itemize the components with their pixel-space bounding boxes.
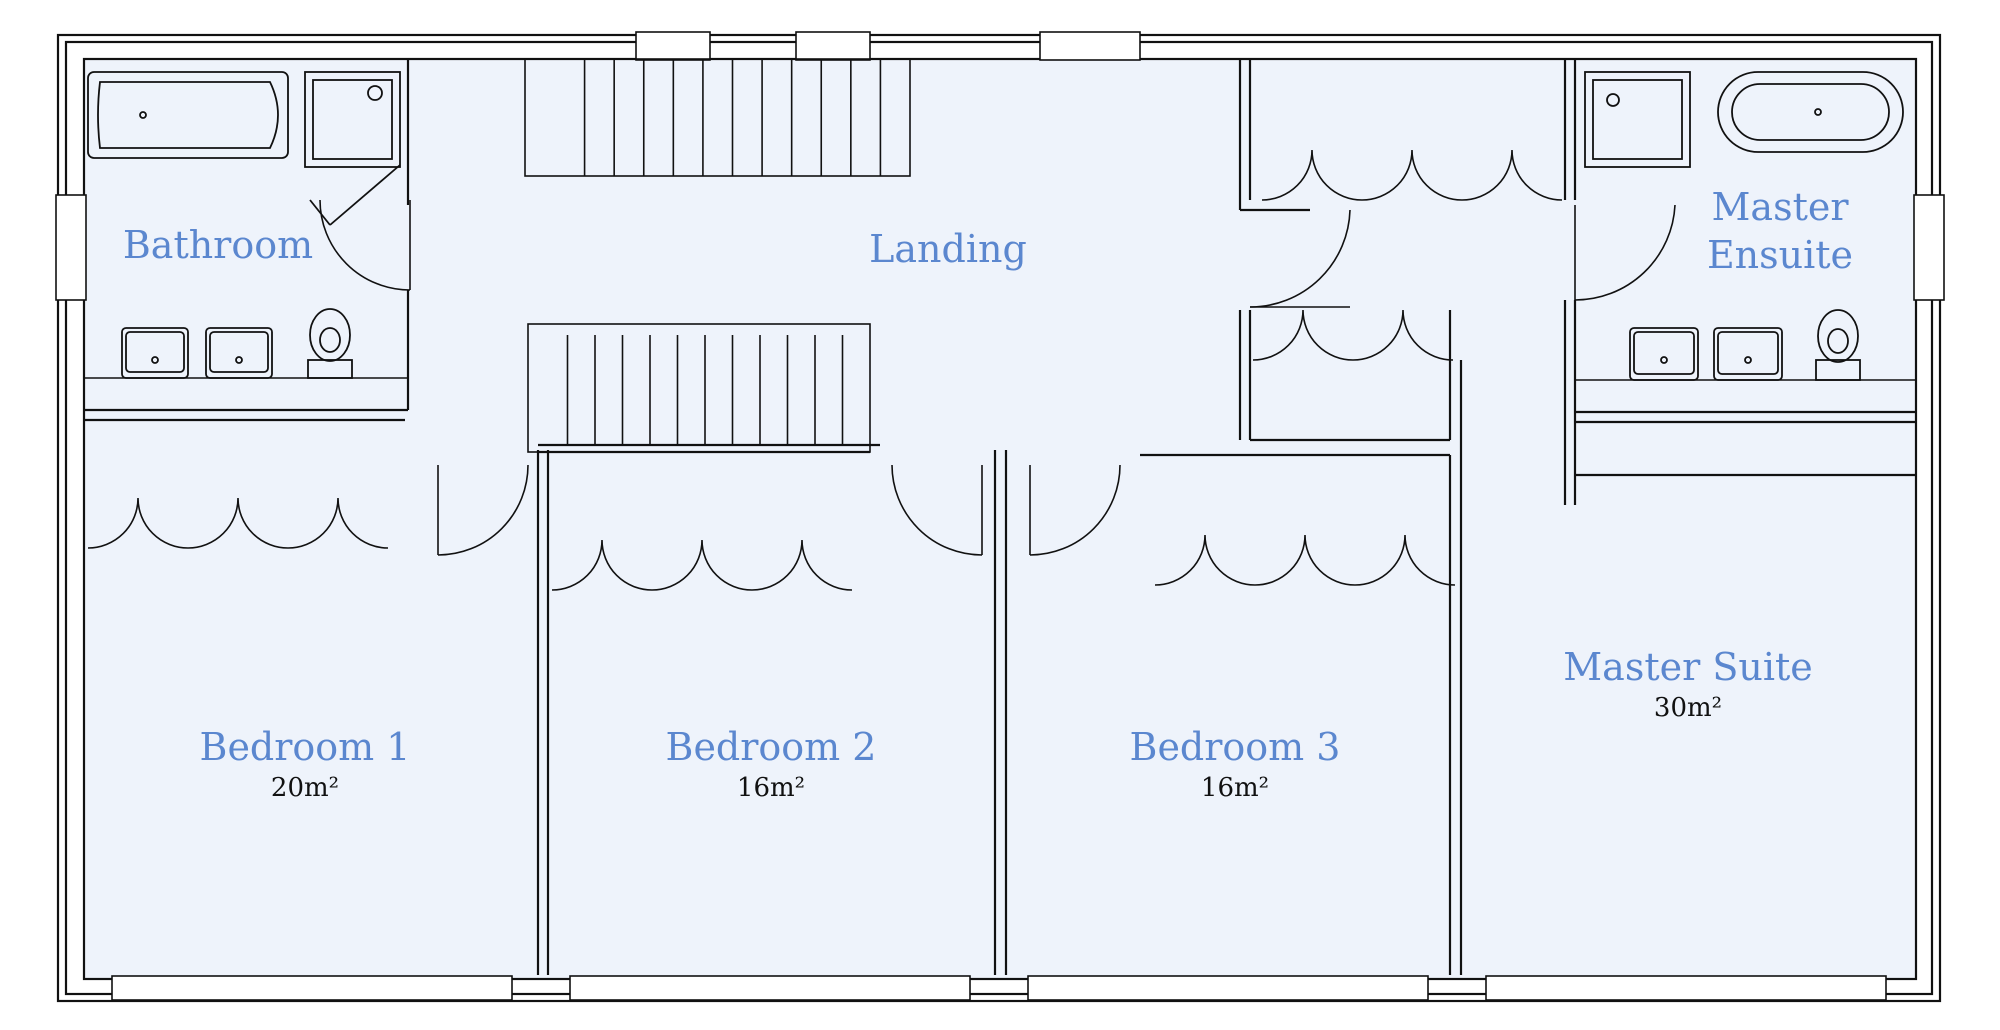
ensuite-sink-1 <box>1629 327 1699 381</box>
wardrobe-doors <box>87 149 1563 591</box>
windows <box>55 31 1945 1001</box>
toilet <box>309 308 351 362</box>
label-master-ensuite-2: Ensuite <box>1707 233 1853 277</box>
window-bottom-2 <box>569 975 971 1001</box>
window-bottom-3 <box>1027 975 1429 1001</box>
ensuite-sink-2 <box>1713 327 1783 381</box>
sink-2 <box>205 327 273 379</box>
sink-1 <box>121 327 189 379</box>
stairs <box>566 59 882 445</box>
area-bedroom-1: 20m² <box>271 773 339 803</box>
ensuite-shower <box>1584 71 1691 168</box>
window-top-3 <box>1039 31 1141 61</box>
interior-walls <box>84 58 1916 975</box>
room-labels: Bathroom Landing Master Ensuite Bedroom … <box>123 185 1853 803</box>
window-top-1 <box>635 31 711 61</box>
label-bedroom-1: Bedroom 1 <box>200 725 411 769</box>
outer-walls <box>56 33 1942 1003</box>
area-master-suite: 30m² <box>1654 693 1722 723</box>
bathroom-fixtures <box>87 71 401 379</box>
window-right <box>1913 194 1945 301</box>
shower-tray <box>304 71 401 168</box>
area-bedroom-3: 16m² <box>1201 773 1269 803</box>
window-bottom-1 <box>111 975 513 1001</box>
window-top-2 <box>795 31 871 61</box>
doors <box>319 199 1676 556</box>
label-bedroom-3: Bedroom 3 <box>1130 725 1341 769</box>
ensuite-toilet <box>1817 309 1859 363</box>
window-bottom-4 <box>1485 975 1887 1001</box>
ensuite-fixtures <box>1584 71 1904 381</box>
freestanding-bath <box>1717 71 1904 153</box>
label-bedroom-2: Bedroom 2 <box>666 725 877 769</box>
window-left <box>55 194 87 301</box>
label-master-ensuite-1: Master <box>1712 185 1850 229</box>
area-bedroom-2: 16m² <box>737 773 805 803</box>
floor-area <box>84 59 1916 979</box>
bathtub <box>87 71 289 159</box>
label-master-suite: Master Suite <box>1563 645 1813 689</box>
label-bathroom: Bathroom <box>123 223 313 267</box>
label-landing: Landing <box>869 227 1027 271</box>
